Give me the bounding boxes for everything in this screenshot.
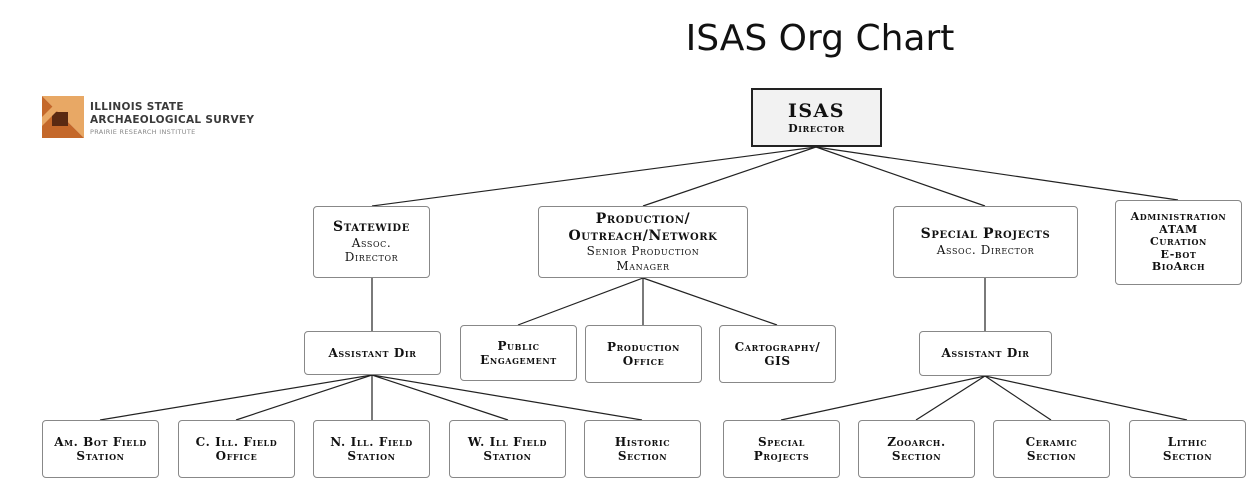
node-c-ill-text: C. Ill. Field Office — [195, 434, 278, 463]
link-sw-ambot — [99, 374, 373, 421]
link-production-public — [517, 277, 644, 326]
isas-logo: ILLINOIS STATE ARCHAEOLOGICAL SURVEY PRA… — [42, 96, 282, 140]
link-root-statewide — [371, 146, 817, 207]
node-statewide-title: Statewide — [333, 219, 410, 236]
isas-logo-mark-icon — [42, 96, 84, 138]
node-statewide: Statewide Assoc. Director — [313, 206, 430, 278]
node-am-bot-text: Am. Bot Field Station — [54, 434, 147, 463]
node-administration-text: Administration ATAM Curation E-bot BioAr… — [1130, 209, 1227, 274]
node-special-projects-subtitle: Assoc. Director — [936, 243, 1035, 258]
node-special-projects-unit: Special Projects — [723, 420, 840, 478]
node-zooarch-text: Zooarch. Section — [887, 434, 946, 463]
logo-text-line3: PRAIRIE RESEARCH INSTITUTE — [90, 128, 196, 136]
node-special-assistant-text: Assistant Dir — [941, 346, 1030, 361]
node-ceramic-section: Ceramic Section — [993, 420, 1110, 478]
node-n-ill-text: N. Ill. Field Station — [330, 434, 413, 463]
link-root-production — [642, 146, 817, 207]
link-sp-special — [780, 375, 986, 421]
node-special-projects-title: Special Projects — [920, 226, 1051, 243]
link-root-special — [815, 146, 986, 207]
node-production-title: Production/ Outreach/Network — [568, 210, 718, 244]
node-isas-director: ISAS Director — [751, 88, 882, 147]
node-special-projects: Special Projects Assoc. Director — [893, 206, 1078, 278]
link-production-carto — [642, 277, 778, 326]
node-isas-subtitle: Director — [788, 122, 845, 136]
node-lithic-section: Lithic Section — [1129, 420, 1246, 478]
link-root-admin — [815, 146, 1179, 201]
node-historic-section: Historic Section — [584, 420, 701, 478]
node-public-engagement: Public Engagement — [460, 325, 577, 381]
node-n-ill-field-station: N. Ill. Field Station — [313, 420, 430, 478]
link-sw-historic — [371, 374, 643, 421]
node-lithic-text: Lithic Section — [1162, 434, 1213, 463]
node-cartography-gis: Cartography/ GIS — [719, 325, 836, 383]
node-isas-title: ISAS — [787, 99, 846, 122]
link-sp-lithic — [984, 375, 1188, 421]
node-am-bot-field-station: Am. Bot Field Station — [42, 420, 159, 478]
node-historic-text: Historic Section — [614, 434, 671, 463]
chart-title: ISAS Org Chart — [685, 18, 955, 59]
node-production-outreach-network: Production/ Outreach/Network Senior Prod… — [538, 206, 748, 278]
node-statewide-assistant-dir: Assistant Dir — [304, 331, 441, 375]
logo-text-line1: ILLINOIS STATE — [90, 101, 184, 113]
node-special-projects-unit-text: Special Projects — [753, 434, 810, 463]
link-sp-ceramic — [984, 375, 1052, 421]
node-zooarch-section: Zooarch. Section — [858, 420, 975, 478]
node-w-ill-text: W. Ill Field Station — [467, 434, 548, 463]
logo-text-line2: ARCHAEOLOGICAL SURVEY — [90, 114, 255, 126]
node-ceramic-text: Ceramic Section — [1025, 434, 1078, 463]
node-administration: Administration ATAM Curation E-bot BioAr… — [1115, 200, 1242, 285]
node-statewide-assistant-text: Assistant Dir — [328, 345, 417, 360]
link-sw-will — [371, 374, 509, 421]
node-production-office: Production Office — [585, 325, 702, 383]
link-sw-cill — [235, 374, 373, 421]
node-cartography-gis-text: Cartography/ GIS — [734, 339, 821, 368]
node-special-assistant-dir: Assistant Dir — [919, 331, 1052, 376]
node-c-ill-field-office: C. Ill. Field Office — [178, 420, 295, 478]
node-production-subtitle: Senior Production Manager — [586, 244, 700, 273]
node-statewide-subtitle: Assoc. Director — [344, 236, 399, 265]
link-sp-zooarch — [915, 375, 986, 421]
node-production-office-text: Production Office — [607, 339, 680, 368]
node-public-engagement-text: Public Engagement — [480, 338, 557, 367]
node-w-ill-field-station: W. Ill Field Station — [449, 420, 566, 478]
